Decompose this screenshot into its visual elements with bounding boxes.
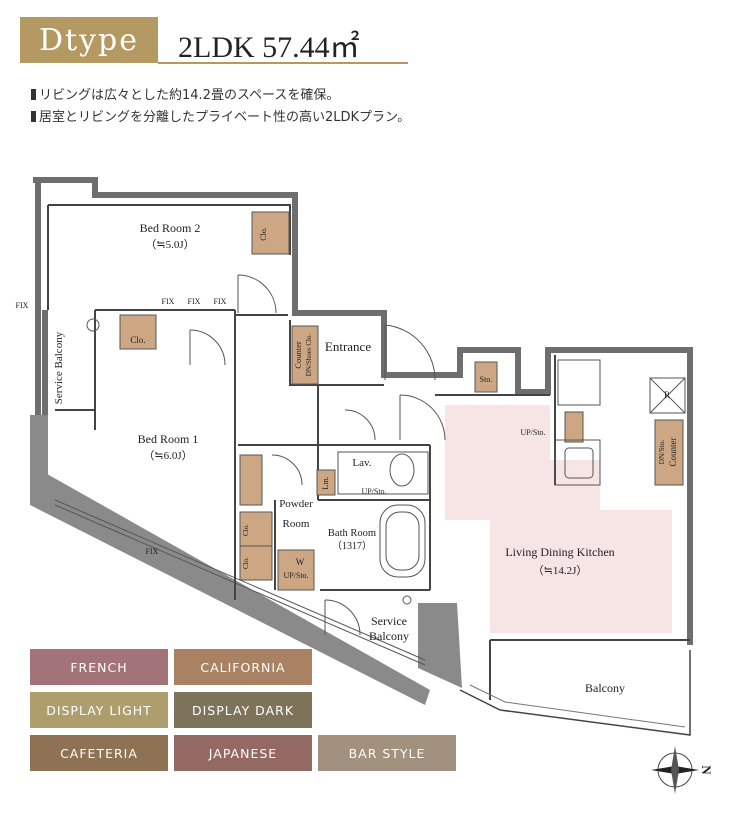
- style-japanese[interactable]: JAPANESE: [174, 735, 312, 771]
- clo-label-bedroom1: Clo.: [130, 335, 145, 345]
- up-sto-label-kitchen: UP/Sto.: [520, 428, 545, 437]
- kitchen-fixtures: [86, 318, 686, 605]
- balcony-railing: [459, 650, 691, 736]
- title-underline: [158, 62, 408, 64]
- clo-label-powder-2: Clo.: [242, 557, 250, 569]
- fix-label-2: FIX: [188, 297, 201, 306]
- ldk-floor-tint: [445, 405, 672, 633]
- kitchen-dn-sto-label: DN/Sto.: [657, 439, 666, 464]
- entrance-label: Entrance: [325, 339, 371, 354]
- sw-wall-block: [418, 603, 462, 688]
- balcony-label: Balcony: [585, 681, 625, 695]
- bullet-mark: [31, 111, 36, 122]
- feature-bullet-2: 居室とリビングを分離したプライベート性の高い2LDKプラン。: [31, 106, 410, 125]
- shoes-counter-label: Counter: [293, 341, 303, 369]
- style-california[interactable]: CALIFORNIA: [174, 649, 312, 685]
- clo-label-bedroom2: Clo.: [259, 227, 268, 241]
- bedroom2-label: Bed Room 2: [140, 221, 201, 235]
- fix-label-3: FIX: [214, 297, 227, 306]
- feature-bullet-1: リビングは広々とした約14.2畳のスペースを確保。: [31, 84, 339, 103]
- up-sto-label-powder: UP/Sto.: [283, 571, 308, 580]
- bath-room-size: （1317）: [332, 540, 372, 552]
- storage-closets: [119, 211, 684, 591]
- bullet-mark: [31, 89, 36, 100]
- feature-text-1: リビングは広々とした約14.2畳のスペースを確保。: [39, 88, 340, 103]
- door-swings: [189, 274, 446, 636]
- refrigerator-label: R: [664, 390, 670, 400]
- feature-text-2: 居室とリビングを分離したプライベート性の高い2LDKプラン。: [39, 110, 411, 125]
- bedroom2-size: （≒5.0J）: [145, 238, 194, 251]
- style-cafeteria[interactable]: CAFETERIA: [30, 735, 168, 771]
- style-display-dark[interactable]: DISPLAY DARK: [174, 692, 312, 728]
- fix-label-1: FIX: [162, 297, 175, 306]
- fixture-labels: Clo. Clo. FIX FIX FIX FIX FIX Counter DN…: [16, 227, 678, 580]
- bedroom1-size: （≒6.0J）: [143, 449, 192, 462]
- bedroom1-label: Bed Room 1: [138, 432, 199, 446]
- bath-room-label: Bath Room: [328, 528, 376, 539]
- powder-room-label-2: Room: [283, 518, 310, 530]
- clo-label-powder-1: Clo.: [242, 524, 250, 536]
- fix-label-west: FIX: [16, 301, 29, 310]
- compass-north-label: N: [699, 765, 714, 775]
- diagonal-exterior-wall: [30, 470, 430, 705]
- fix-label-diagonal: FIX: [146, 547, 159, 556]
- ldk-label: Living Dining Kitchen: [505, 545, 614, 559]
- compass-icon: N: [651, 746, 714, 794]
- w-label: W: [296, 557, 305, 567]
- sill-line: [54, 504, 426, 666]
- plan-layout-title: 2LDK 57.44㎡: [178, 31, 360, 64]
- shoes-clo-label: DN/Shoes Clo.: [305, 334, 313, 377]
- up-sto-label-lav: UP/Sto.: [361, 487, 386, 496]
- lm-label: Lm.: [321, 476, 330, 489]
- style-display-light[interactable]: DISPLAY LIGHT: [30, 692, 168, 728]
- service-balcony-label-1: Service: [371, 614, 407, 628]
- west-wall-block: [30, 415, 48, 505]
- style-french[interactable]: FRENCH: [30, 649, 168, 685]
- walls: [33, 177, 693, 645]
- style-bar-style[interactable]: BAR STYLE: [318, 735, 456, 771]
- lav-label: Lav.: [352, 457, 371, 469]
- powder-room-label-1: Powder: [279, 498, 313, 510]
- service-balcony-label-2: Balcony: [369, 629, 409, 643]
- balcony-railing-inner: [469, 684, 686, 728]
- service-balcony-left-label: Service Balcony: [53, 331, 65, 404]
- kitchen-counter-label: Counter: [668, 438, 678, 467]
- sto-label: Sto.: [480, 375, 493, 384]
- room-labels: Bed Room 2 （≒5.0J） Bed Room 1 （≒6.0J） En…: [53, 221, 625, 695]
- ldk-size: （≒14.2J）: [533, 564, 588, 577]
- plan-type-badge: Dtype: [20, 17, 158, 63]
